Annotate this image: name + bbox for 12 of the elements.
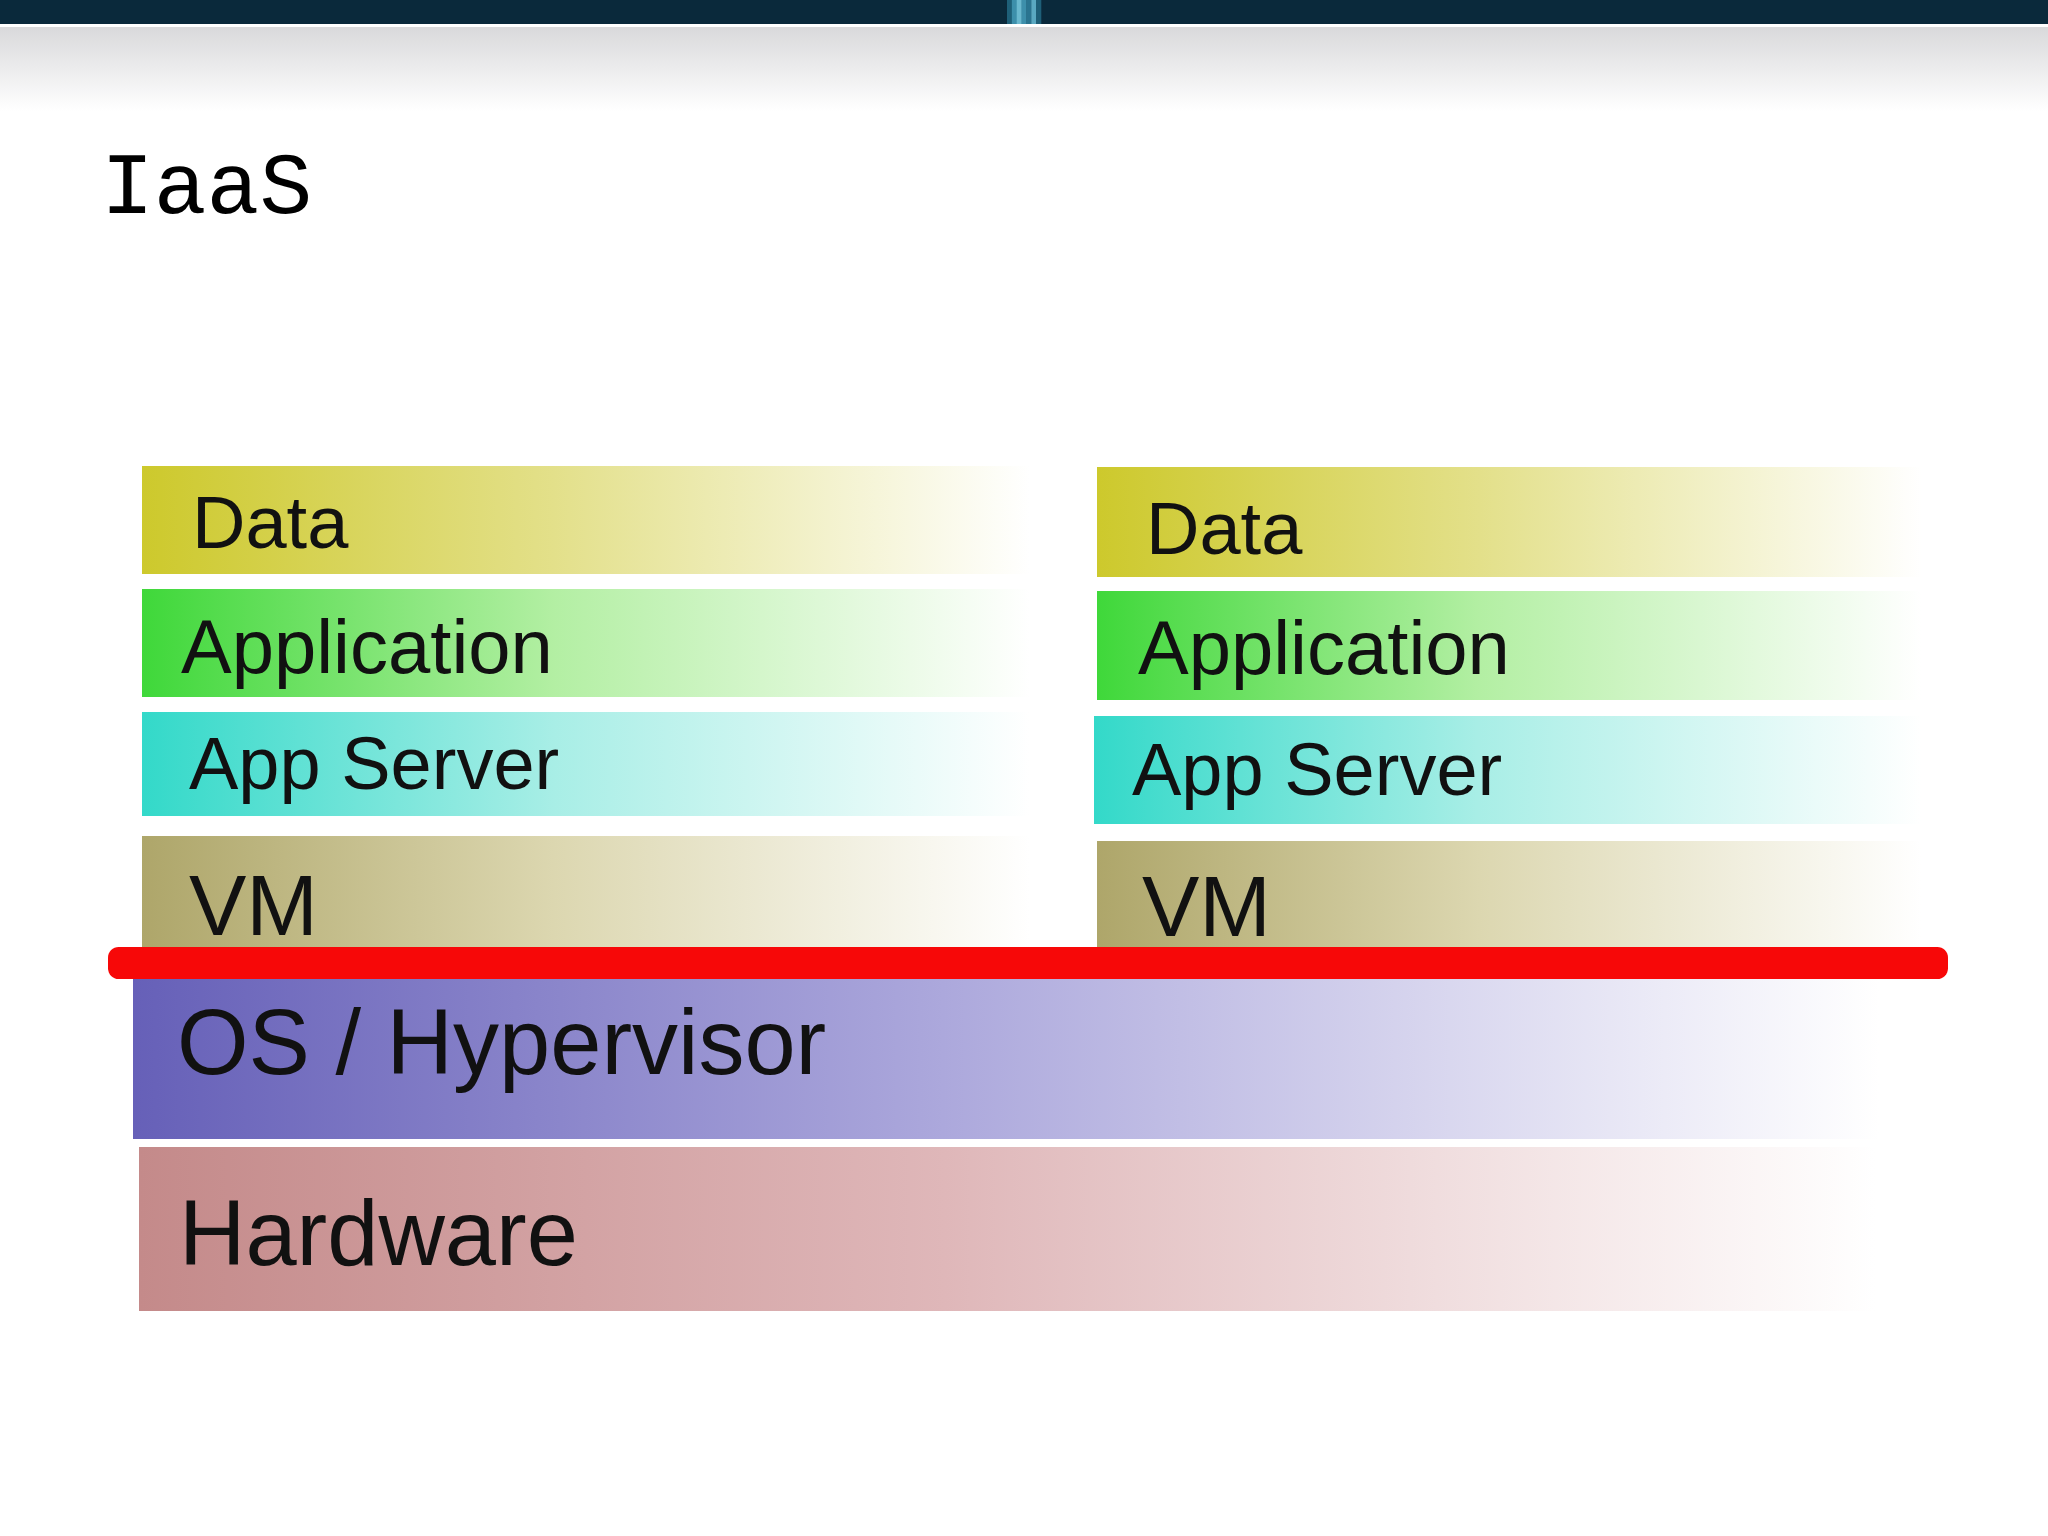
band-label: VM <box>1142 866 1271 949</box>
divider-bar <box>108 947 1948 979</box>
band-label: Application <box>181 602 553 691</box>
band-label: App Server <box>1132 726 1503 812</box>
band-label: OS / Hypervisor <box>177 990 827 1096</box>
band-label: VM <box>189 865 318 948</box>
slide-title: IaaS <box>101 146 313 234</box>
band-label: Application <box>1138 603 1510 692</box>
band-label: Data <box>192 479 349 565</box>
band-label: Data <box>1146 485 1303 571</box>
band-label: App Server <box>189 720 560 806</box>
band-label: Hardware <box>179 1181 578 1287</box>
